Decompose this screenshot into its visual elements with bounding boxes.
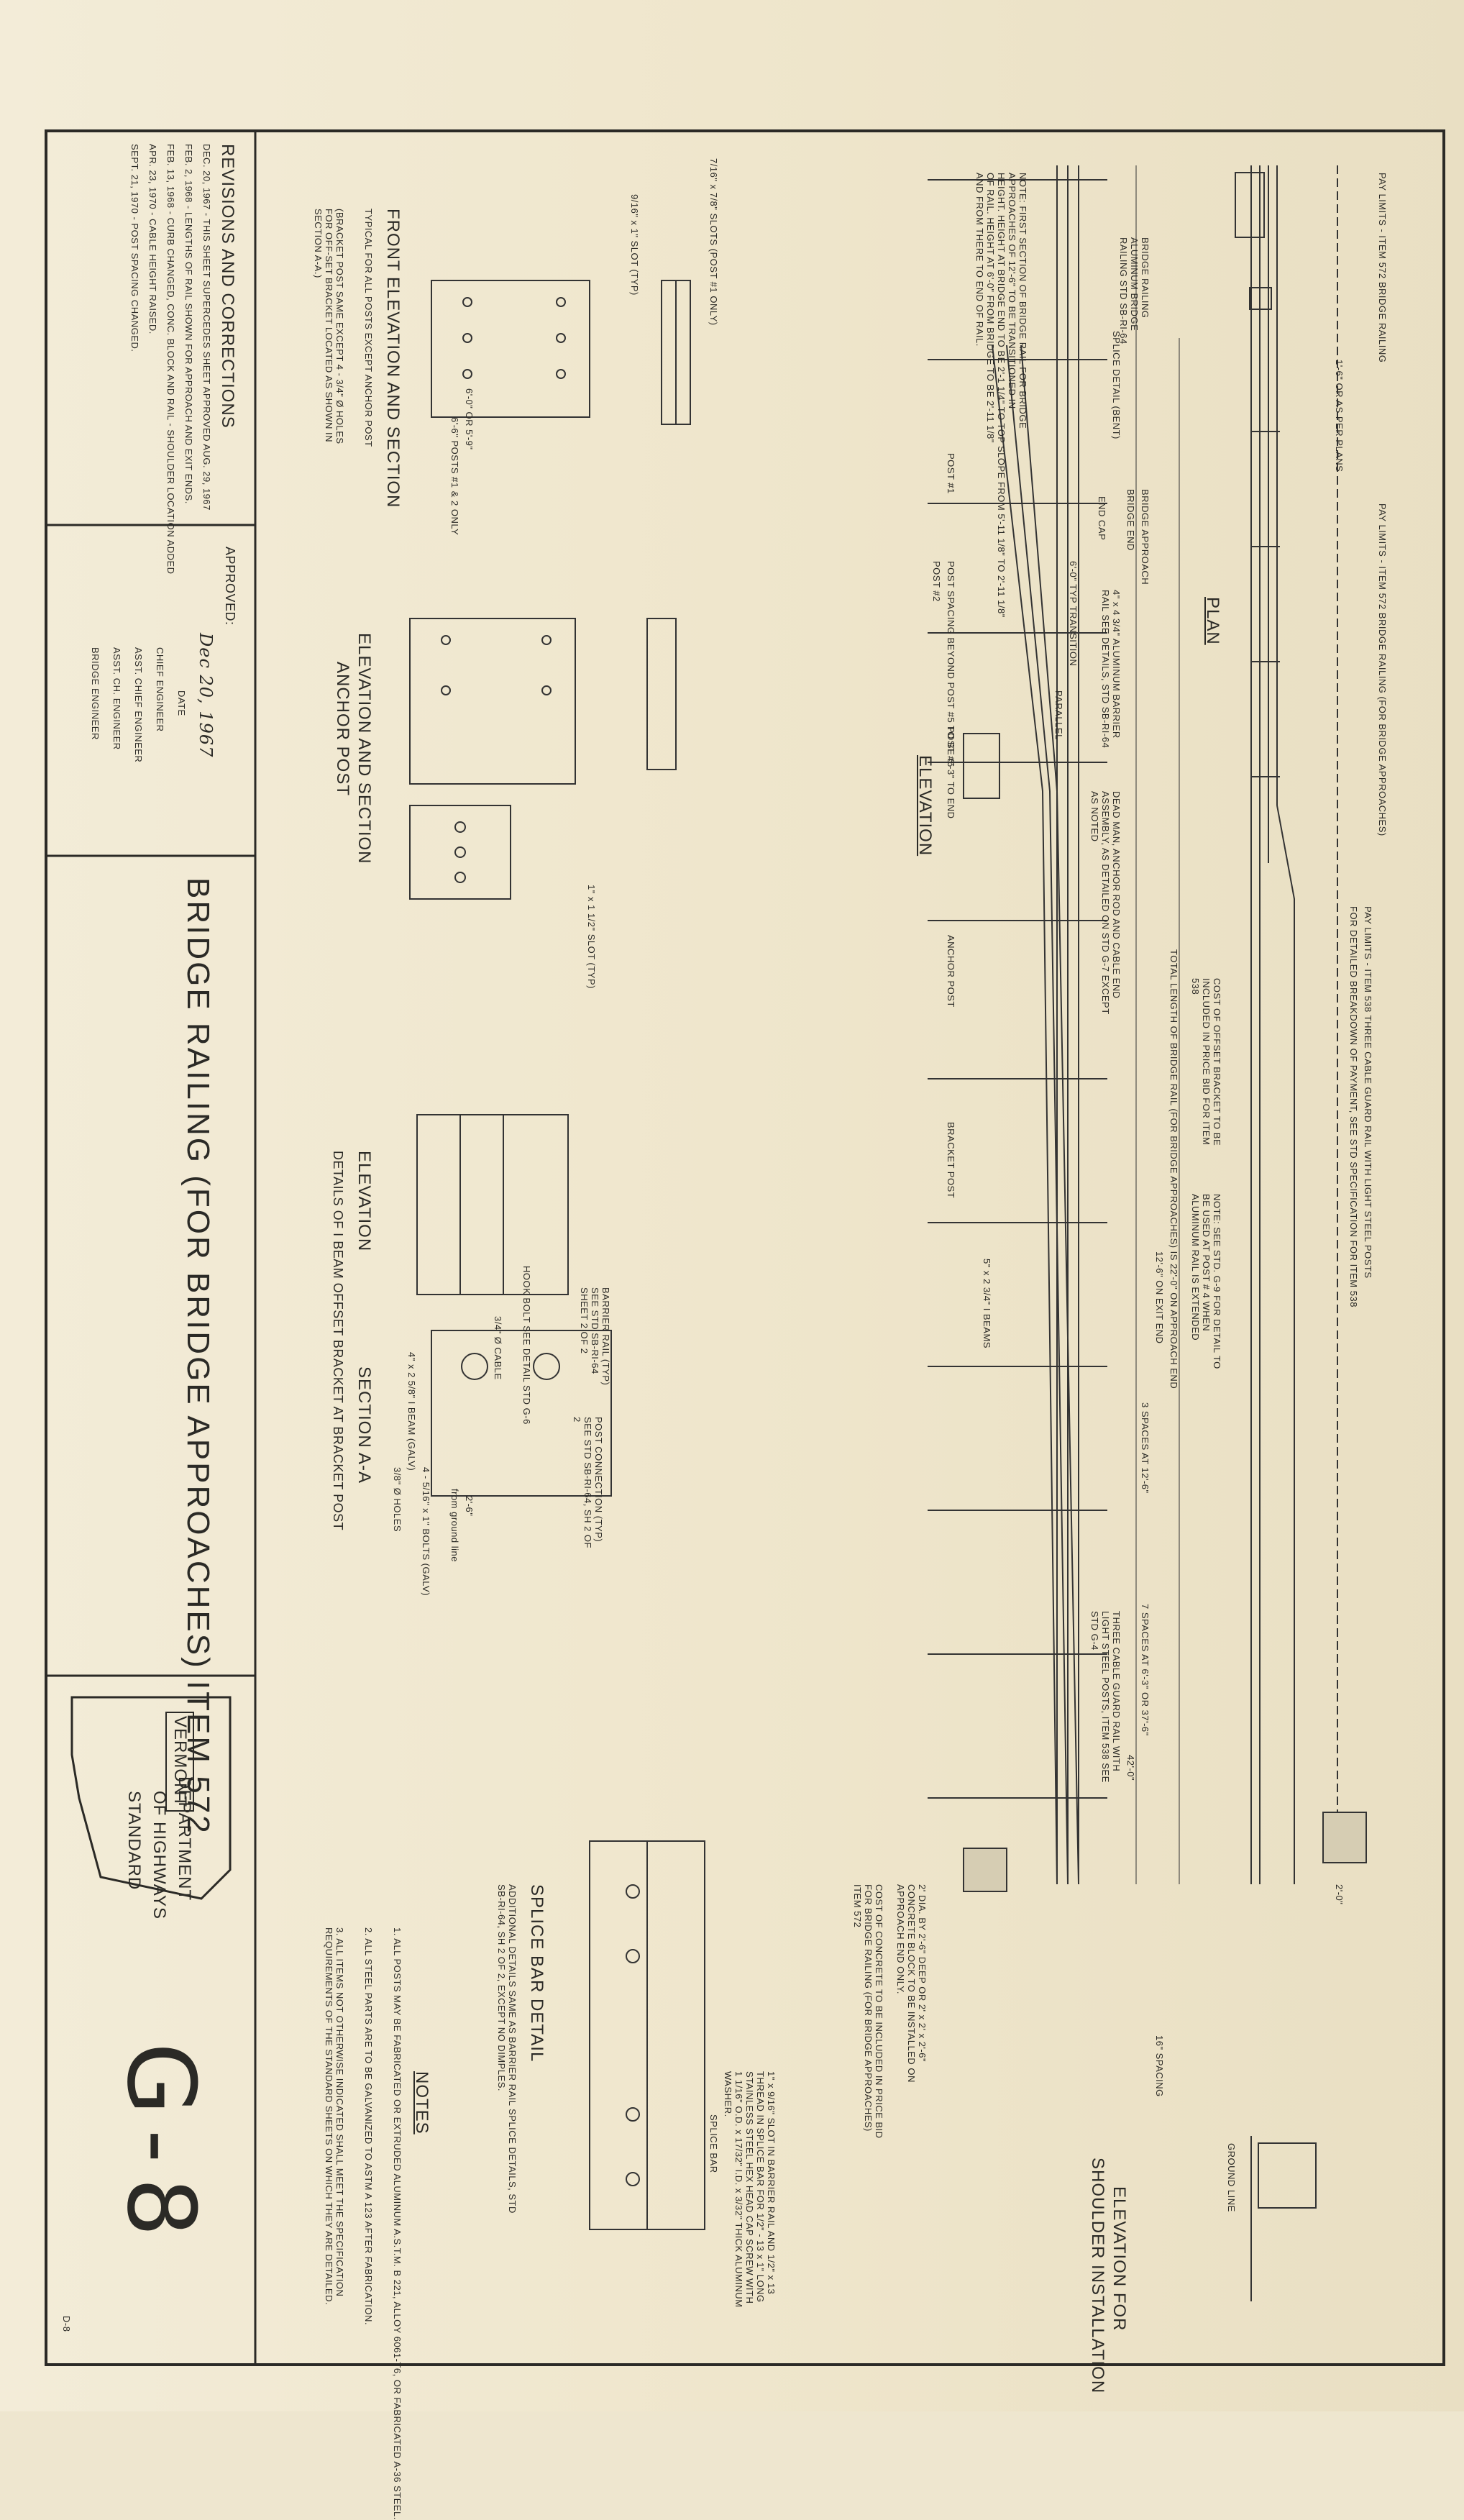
callout-dim-2-0: 2'-0" (1334, 1884, 1345, 1905)
callout-slot-9-16: 9/16" x 1" SLOT (TYP) (629, 194, 640, 296)
callout-slope: SLOPE FROM 5'-11 1/8" TO 2'-11 1/8" (996, 446, 1007, 618)
revision-line-3: FEB. 13, 1968 - CURB CHANGED, CONC. BLOC… (165, 144, 176, 575)
callout-bolts: 4 - 5/16" x 1" BOLTS (GALV) (421, 1467, 431, 1597)
sheet-border (45, 129, 1445, 2366)
callout-posts-slot: 7/16" x 7/8" SLOTS (POST #1 ONLY) (708, 158, 719, 326)
callout-six-zero: 6'-0" OR 5'-9" (464, 388, 475, 450)
callout-spacing-16: 16" SPACING (1154, 2035, 1165, 2097)
callout-pay-538: PAY LIMITS - ITEM 538 THREE CABLE GUARD … (1363, 906, 1373, 1279)
plan-title: PLAN (1203, 597, 1222, 645)
callout-bridge-end: BRIDGE END (1125, 489, 1136, 551)
plan-view (1135, 165, 1367, 1884)
callout-first-note: NOTE: FIRST SECTION OF BRIDGE RAIL FOR B… (974, 173, 1028, 444)
callout-pay-572: PAY LIMITS - ITEM 572 BRIDGE RAILING (1377, 173, 1388, 363)
corner-reference: D-8 (61, 2316, 72, 2332)
anchor-post-subtitle: ANCHOR POST (333, 662, 352, 797)
revision-line-1: DEC. 20, 1967 - THIS SHEET SUPERCEDES SH… (201, 144, 212, 511)
callout-bridge-approach: BRIDGE APPROACH (1140, 489, 1150, 585)
elevation-title: ELEVATION (915, 755, 935, 857)
sheet-number: G-8 (106, 2042, 216, 2252)
callout-aluminum-rail: 4" x 4 3/4" ALUMINUM BARRIER RAIL SEE DE… (1100, 590, 1122, 749)
callout-bracket-post: BRACKET POST (946, 1122, 956, 1199)
revisions-heading: REVISIONS AND CORRECTIONS (218, 144, 237, 429)
callout-post-6: POST #6 (946, 726, 956, 767)
elevation-view (928, 165, 1107, 1892)
callout-slot-1: 1" x 1 1/2" SLOT (TYP) (586, 885, 597, 989)
callout-ground-line: GROUND LINE (1226, 2143, 1237, 2212)
callout-splice-detail: SPLICE DETAIL (BENT) (1111, 331, 1122, 439)
front-elevation-title: FRONT ELEVATION AND SECTION (383, 209, 403, 508)
approval-role-3: ASST. CH. ENGINEER (111, 647, 122, 750)
front-elevation-details (409, 280, 1317, 2301)
engineering-drawing (47, 132, 1367, 2363)
splice-bar-title: SPLICE BAR DETAIL (527, 1884, 546, 2063)
callout-splice-bar: SPLICE BAR (708, 2114, 719, 2173)
callout-dim-42: 42'-0" (1125, 1755, 1136, 1781)
approval-role-2: ASST. CHIEF ENGINEER (133, 647, 144, 763)
approval-role-1: CHIEF ENGINEER (155, 647, 165, 732)
callout-pay-572b: PAY LIMITS - ITEM 572 BRIDGE RAILING (FO… (1377, 503, 1388, 836)
shoulder-title: ELEVATION FOR (1110, 2186, 1129, 2332)
callout-spaces-2: 7 SPACES AT 6'-3" OR 37'-6" (1140, 1604, 1150, 1736)
department-label: DEPARTMENT (175, 1776, 194, 1902)
section-aa-title: SECTION A-A (354, 1366, 374, 1484)
callout-splice: 1" x 9/16" SLOT IN BARRIER RAIL AND 1/2"… (723, 2071, 777, 2308)
callout-total-length: TOTAL LENGTH OF BRIDGE RAIL (FOR BRIDGE … (1168, 949, 1179, 1389)
approval-date: Dec 20, 1967 (196, 633, 216, 758)
callout-post-1: POST #1 (946, 453, 956, 494)
callout-bridge-railing: BRIDGE RAILING ALUMINUM BRIDGE RAILING S… (1118, 237, 1150, 344)
callout-barrier-rail: BARRIER RAIL (TYP) SEE STD SB-RI-64 SHEE… (579, 1287, 611, 1386)
anchor-post-title: ELEVATION AND SECTION (354, 633, 374, 864)
vermont-state-logo (70, 1696, 232, 1900)
callout-post-connection: POST CONNECTION (TYP) SEE STD SB-RI-64, … (572, 1417, 604, 1548)
callout-end-cap: END CAP (1097, 496, 1107, 541)
callout-hook-bolt: HOOK BOLT SEE DETAIL STD G-6 (521, 1266, 532, 1425)
approval-date-label: DATE (176, 690, 187, 716)
callout-total-length-2: 12'-6" ON EXIT END (1154, 1251, 1165, 1344)
note-1: 1. ALL POSTS MAY BE FABRICATED OR EXTRUD… (392, 1927, 403, 2520)
callout-concrete-note-2: COST OF CONCRETE TO BE INCLUDED IN PRICE… (852, 1884, 884, 2139)
splice-bar-note: ADDITIONAL DETAILS SAME AS BARRIER RAIL … (496, 1884, 518, 2214)
callout-beam-ref: 5" x 2 3/4" I BEAMS (982, 1259, 992, 1348)
callout-transition: 6'-0" TYP TRANSITION (1068, 561, 1079, 667)
callout-post-spacing: POST SPACING BEYOND POST #5 TO BE 6'-3" … (946, 561, 956, 819)
approval-label: APPROVED: (223, 547, 237, 626)
callout-post-2: POST #2 (931, 561, 942, 602)
callout-holes: 3/8" Ø HOLES (392, 1467, 403, 1533)
revision-line-2: FEB. 2, 1968 - LENGTHS OF RAIL SHOWN FOR… (183, 144, 194, 504)
standard-label: STANDARD (124, 1791, 144, 1891)
front-elevation-note-2: (BRACKET POST SAME EXCEPT 4 - 3/4" Ø HOL… (313, 209, 345, 444)
sheet-title: BRIDGE RAILING (FOR BRIDGE APPROACHES) I… (180, 877, 216, 1835)
callout-dead-man: DEAD MAN, ANCHOR ROD AND CABLE END ASSEM… (1089, 791, 1122, 1015)
notes-heading: NOTES (412, 2071, 431, 2135)
callout-anchor-post: ANCHOR POST (946, 935, 956, 1008)
approval-role-4: BRIDGE ENGINEER (90, 647, 101, 740)
note-3: 3. ALL ITEMS NOT OTHERWISE INDICATED SHA… (324, 1927, 345, 2306)
of-highways-label: OF HIGHWAYS (150, 1791, 169, 1919)
offset-bracket-title: DETAILS OF I BEAM OFFSET BRACKET AT BRAC… (331, 1151, 345, 1531)
offset-elevation-title: ELEVATION (354, 1151, 374, 1252)
callout-six-six: 6'-6" POSTS #1 & 2 ONLY (449, 417, 460, 536)
shoulder-subtitle: SHOULDER INSTALLATION (1088, 2158, 1107, 2394)
callout-three-cable: THREE CABLE GUARD RAIL WITH LIGHT STEEL … (1089, 1611, 1122, 1783)
callout-cost-note: COST OF OFFSET BRACKET TO BE INCLUDED IN… (1190, 978, 1222, 1146)
drawing-sheet (0, 0, 1464, 2411)
callout-beam-galv: 4" x 2 5/8" I BEAM (GALV) (406, 1352, 417, 1471)
revision-line-4: APR. 23, 1970 - CABLE HEIGHT RAISED. (147, 144, 158, 334)
callout-as-per-plans: 1'-6" OR AS PER PLANS (1334, 360, 1345, 472)
callout-concrete-note: 2' DIA. BY 2'-6" DEEP OR 2' x 2' x 2'-6"… (895, 1884, 928, 2083)
callout-spaces-1: 3 SPACES AT 12'-6" (1140, 1402, 1150, 1494)
callout-dim-2-6: 2'-6" (464, 1496, 475, 1517)
callout-note-field: NOTE: SEE STD. G-9 FOR DETAIL TO BE USED… (1190, 1194, 1222, 1369)
callout-cable: 3/4" Ø CABLE (493, 1316, 503, 1380)
note-2: 2. ALL STEEL PARTS ARE TO BE GALVANIZED … (363, 1927, 374, 2326)
front-elevation-note: TYPICAL FOR ALL POSTS EXCEPT ANCHOR POST (363, 209, 374, 447)
callout-parallel: PARALLEL (1053, 690, 1064, 740)
revision-line-5: SEPT. 21, 1970 - POST SPACING CHANGED. (129, 144, 140, 352)
callout-from-ground: from ground line (449, 1489, 460, 1562)
callout-pay-538b: FOR DETAILED BREAKDOWN OF PAYMENT, SEE S… (1348, 906, 1359, 1307)
